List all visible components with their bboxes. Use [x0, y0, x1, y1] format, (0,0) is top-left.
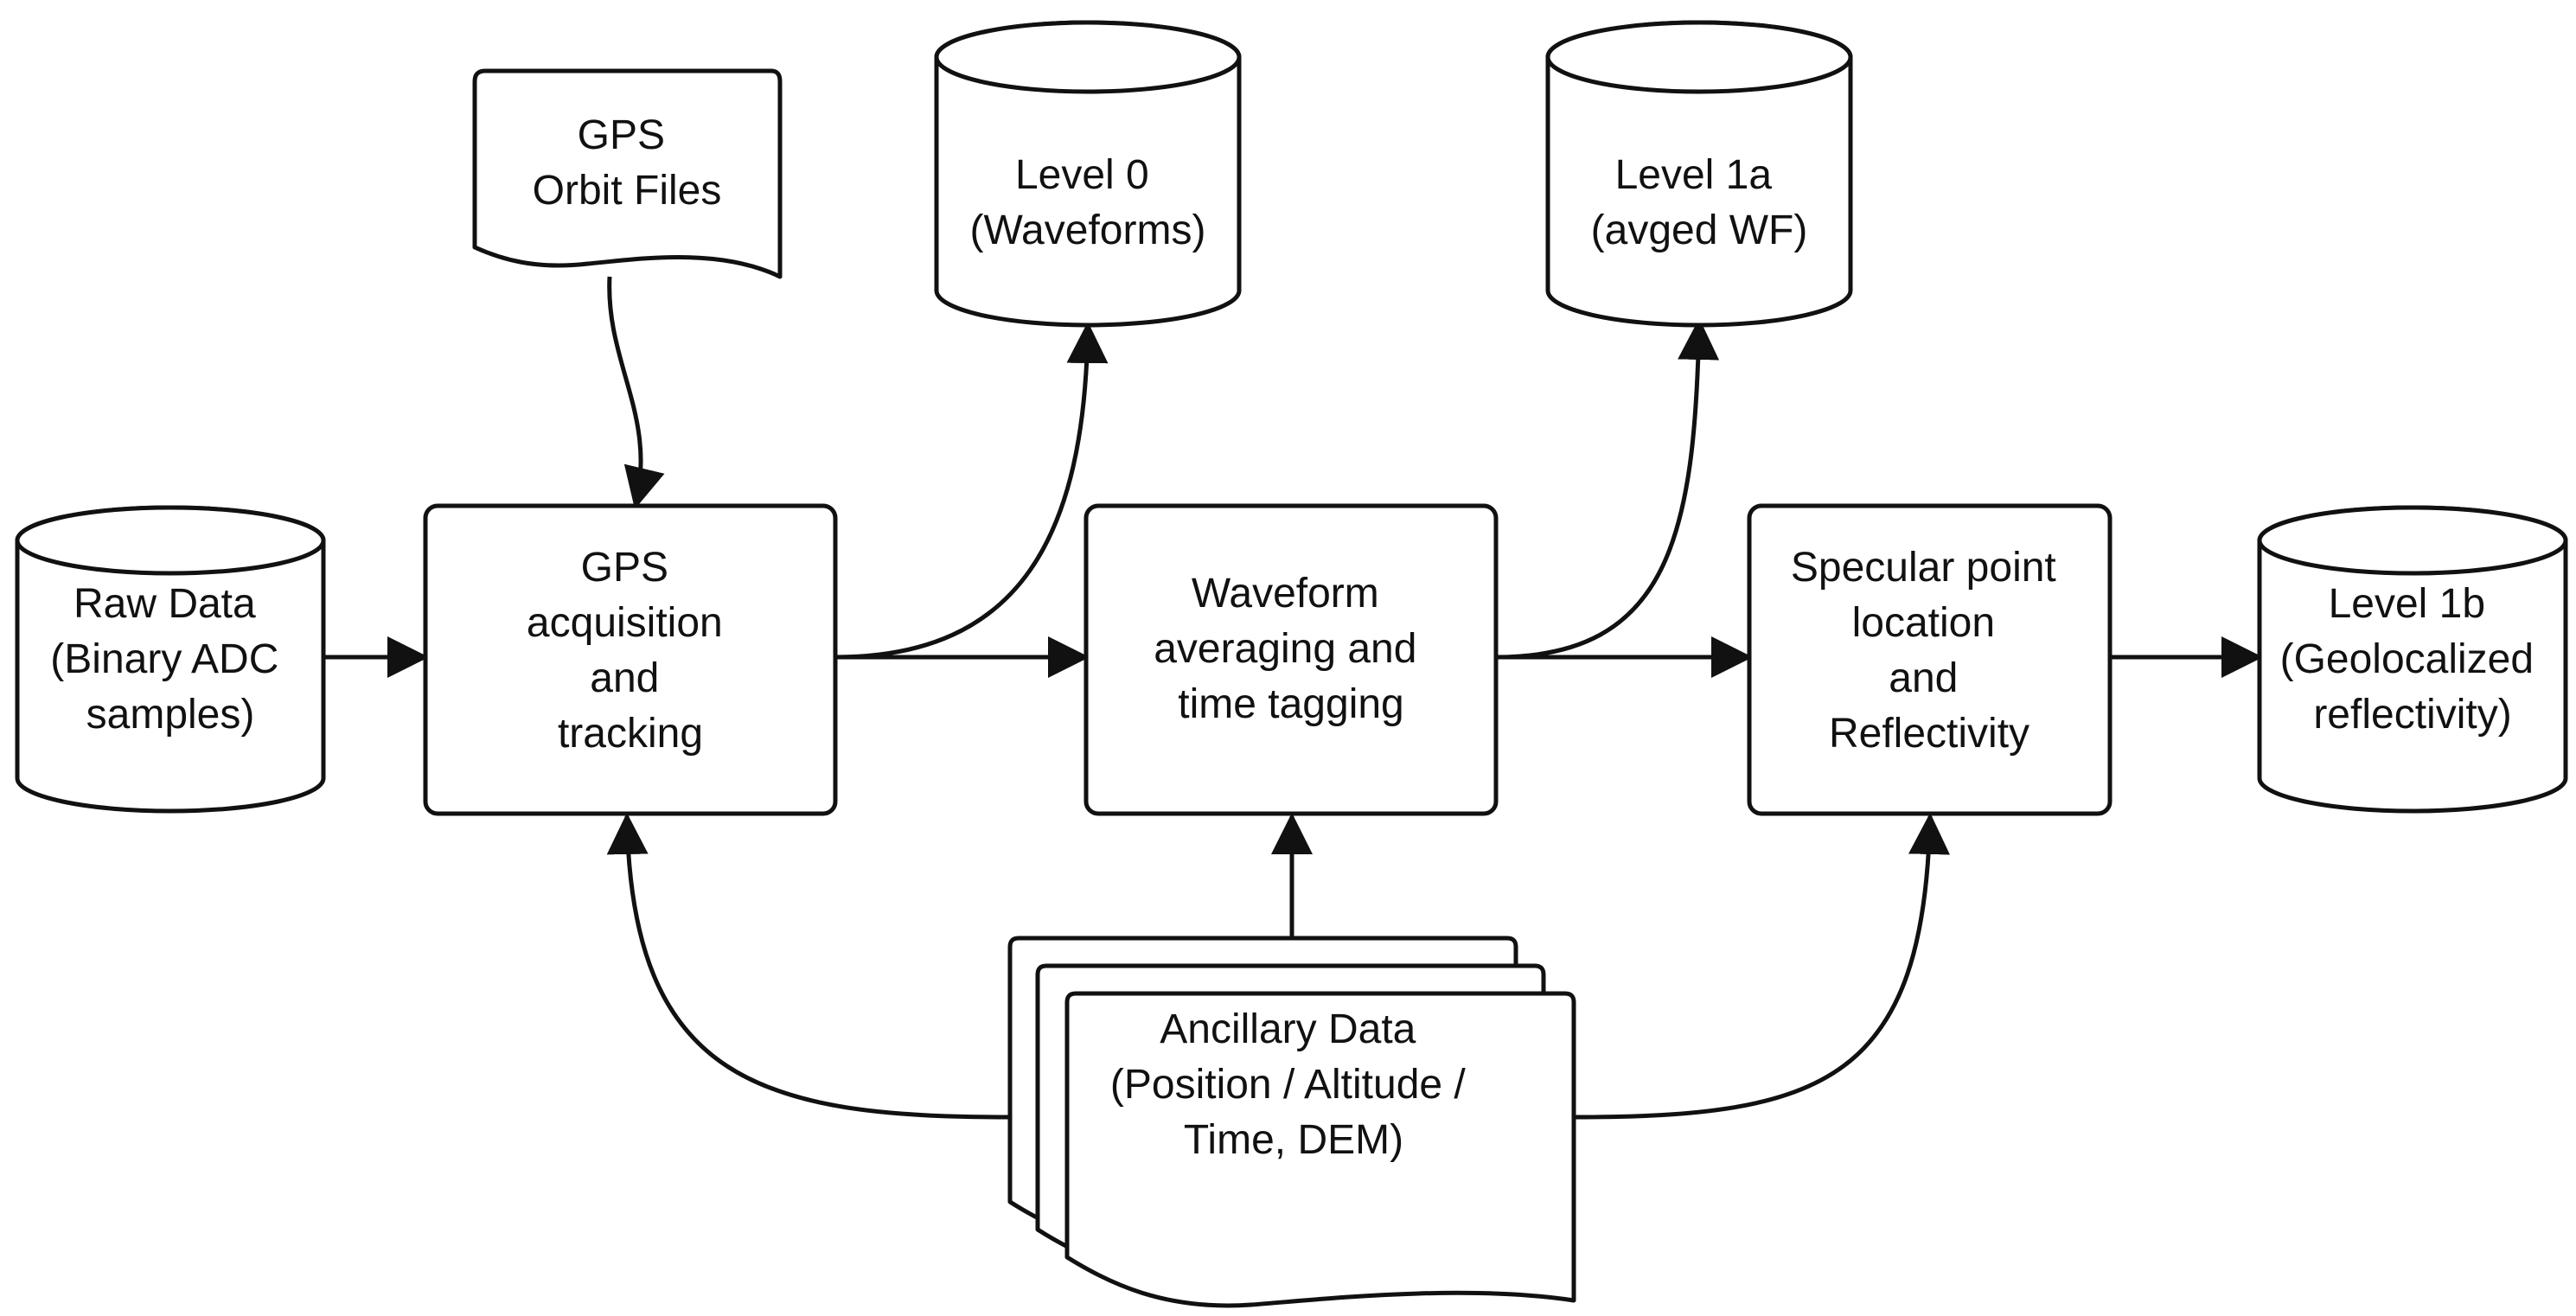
- process-box: [423, 503, 838, 816]
- specular-point-label: Specular point location and Reflectivity: [1791, 545, 2068, 757]
- gps-acquisition-line-1: GPS: [581, 545, 668, 591]
- level-1b-line-2: (Geolocalized: [2280, 636, 2534, 682]
- edge-ancillary-to-gps-acquisition: [606, 813, 1011, 1120]
- cylinder-top: [1545, 20, 1853, 94]
- ancillary-data-line-3: Time, DEM): [1184, 1117, 1403, 1163]
- level-0-line-2: (Waveforms): [970, 208, 1206, 253]
- edges: [324, 276, 2263, 1120]
- ancillary-data-line-2: (Position / Altitude /: [1110, 1062, 1467, 1108]
- process-box: [1083, 503, 1499, 816]
- node-level-0: Level 0 (Waveforms): [934, 20, 1242, 328]
- ancillary-data-line-1: Ancillary Data: [1160, 1006, 1416, 1052]
- specular-point-line-2: location: [1852, 600, 1995, 646]
- node-gps-acquisition: GPS acquisition and tracking: [423, 503, 838, 816]
- waveform-averaging-line-1: Waveform: [1192, 571, 1379, 616]
- level-1a-line-1: Level 1a: [1615, 152, 1773, 198]
- node-ancillary-data: Ancillary Data (Position / Altitude / Ti…: [1007, 936, 1576, 1308]
- gps-acquisition-line-2: acquisition: [527, 600, 723, 646]
- node-level-1a: Level 1a (avged WF): [1545, 20, 1853, 328]
- level-0-label: Level 0 (Waveforms): [970, 152, 1206, 253]
- gps-orbit-files-label: GPS Orbit Files: [533, 112, 722, 214]
- raw-data-label: Raw Data (Binary ADC samples): [50, 581, 290, 738]
- specular-point-line-4: Reflectivity: [1829, 711, 2029, 757]
- node-level-1b: Level 1b (Geolocalized reflectivity): [2257, 505, 2568, 814]
- edge-ancillary-to-specular-point: [1573, 813, 1950, 1120]
- level-0-line-1: Level 0: [1015, 152, 1149, 198]
- cylinder-top: [934, 20, 1242, 94]
- process-box: [1747, 503, 2113, 816]
- edge-gps-orbit-files-to-gps-acquisition: [607, 276, 665, 509]
- specular-point-line-3: and: [1889, 655, 1958, 701]
- gps-orbit-files-line-2: Orbit Files: [533, 168, 722, 214]
- raw-data-line-3: samples): [86, 692, 255, 738]
- document-stack-front: [1064, 991, 1576, 1308]
- level-1b-line-1: Level 1b: [2329, 581, 2485, 627]
- raw-data-line-2: (Binary ADC: [50, 636, 278, 682]
- cylinder-top: [2257, 505, 2568, 576]
- level-1a-line-2: (avged WF): [1591, 208, 1808, 253]
- edge-gps-acquisition-to-level-0: [834, 322, 1109, 660]
- node-waveform-averaging: Waveform averaging and time tagging: [1083, 503, 1499, 816]
- level-1b-label: Level 1b (Geolocalized reflectivity): [2280, 581, 2546, 738]
- gps-orbit-files-line-1: GPS: [578, 112, 665, 158]
- edge-waveform-averaging-to-level-1a: [1495, 318, 1720, 660]
- gps-acquisition-line-3: and: [590, 655, 659, 701]
- waveform-averaging-line-2: averaging and: [1154, 626, 1416, 672]
- level-1b-line-3: reflectivity): [2313, 692, 2511, 738]
- node-specular-point: Specular point location and Reflectivity: [1747, 503, 2113, 816]
- gps-acquisition-line-4: tracking: [558, 711, 703, 757]
- document-shape: [472, 68, 783, 279]
- cylinder-top: [15, 505, 326, 576]
- gps-acquisition-label: GPS acquisition and tracking: [527, 545, 734, 757]
- node-raw-data: Raw Data (Binary ADC samples): [15, 505, 326, 814]
- specular-point-line-1: Specular point: [1791, 545, 2056, 591]
- level-1a-label: Level 1a (avged WF): [1591, 152, 1808, 253]
- ancillary-data-label: Ancillary Data (Position / Altitude / Ti…: [1110, 1006, 1477, 1163]
- node-gps-orbit-files: GPS Orbit Files: [472, 68, 783, 279]
- waveform-averaging-line-3: time tagging: [1178, 681, 1404, 727]
- waveform-averaging-label: Waveform averaging and time tagging: [1154, 571, 1429, 727]
- raw-data-line-1: Raw Data: [74, 581, 256, 627]
